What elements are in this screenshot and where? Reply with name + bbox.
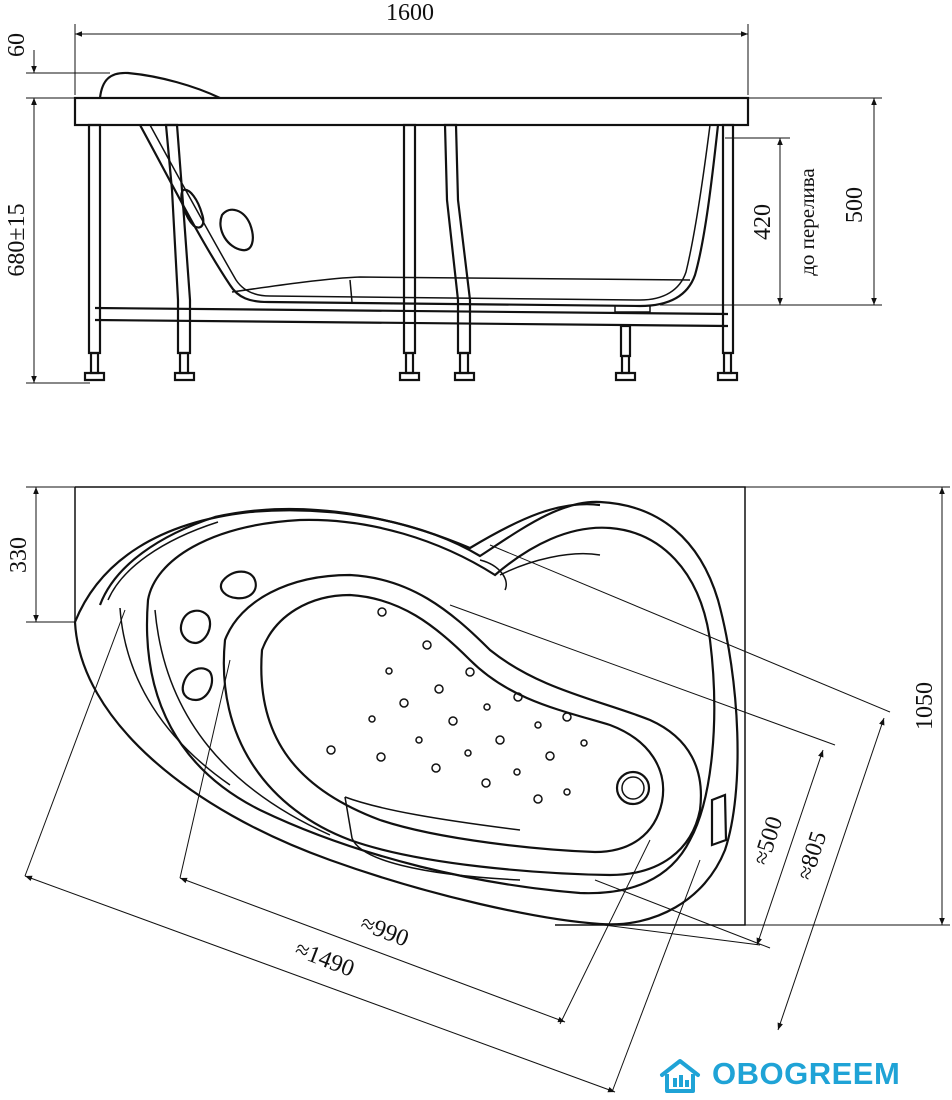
dim-rim: 60	[4, 33, 30, 57]
headrest-shelf	[98, 503, 601, 606]
dim-overflow-caption: до перелива	[795, 168, 819, 276]
brand-logo-text: OBOGREEM	[712, 1056, 901, 1091]
tub-inner-rim	[145, 518, 716, 895]
headrest	[98, 71, 221, 99]
dim-inner-height: 500	[842, 187, 868, 223]
control-panel	[710, 793, 728, 847]
house-logo-icon	[660, 1059, 700, 1093]
support-legs	[83, 123, 739, 382]
pad-top-3	[181, 667, 214, 702]
dim-bowl-width: ≈500	[748, 813, 788, 868]
corner-panel-outline	[75, 486, 746, 926]
bathtub-rim	[73, 96, 750, 127]
top-view: 330 1050 ≈500 ≈805 ≈990 ≈1490	[6, 486, 950, 1093]
armrest-pad-side-2	[219, 208, 254, 252]
pad-top-2	[179, 609, 212, 645]
overflow-drain	[615, 770, 651, 806]
dim-overflow: 420	[750, 204, 776, 240]
dim-offset: 330	[6, 537, 32, 573]
dim-outer-length: ≈1490	[291, 936, 357, 982]
dim-total-length: 1600	[386, 0, 434, 26]
dim-width: 1050	[912, 682, 938, 730]
dim-bowl-length: ≈990	[357, 911, 412, 953]
hydromassage-jets	[326, 607, 588, 804]
dim-outer-width: ≈805	[792, 828, 832, 883]
tub-body	[139, 124, 720, 308]
tub-outer-rim	[73, 500, 739, 926]
pad-top-1	[219, 570, 257, 600]
dim-height: 680±15	[4, 203, 30, 276]
side-view: 1600 60 680±15	[4, 0, 882, 384]
bowl-outer	[222, 573, 702, 877]
bowl-floor	[260, 593, 665, 854]
